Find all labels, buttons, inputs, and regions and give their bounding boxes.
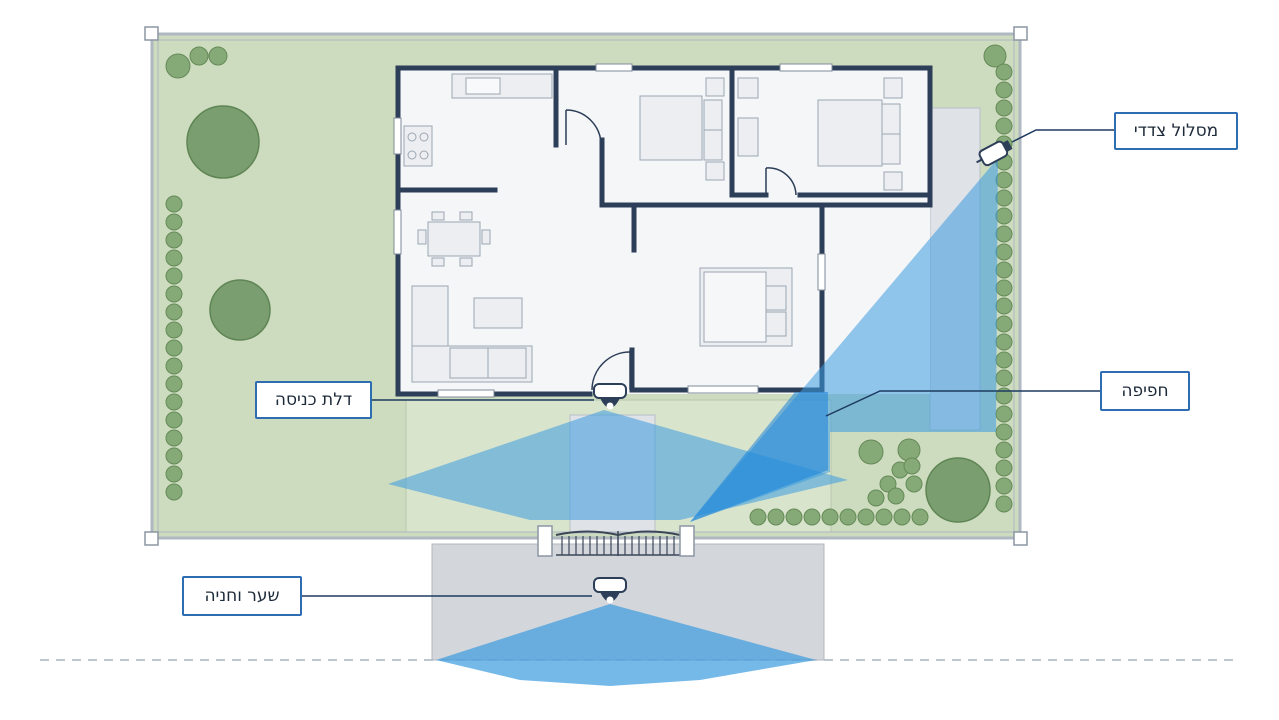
coverage-zones [388,158,998,686]
dining-table [417,211,491,267]
shrub-icon [911,508,929,526]
shrub-icon [165,339,183,357]
shrub-icon [165,321,183,339]
shrub-icon [857,508,875,526]
shrub-icon [165,303,183,321]
fence-posts [144,26,1028,546]
shrub-icon [995,243,1013,261]
shrub-icon [165,249,183,267]
shrub-icon [165,357,183,375]
house-walls [395,65,933,397]
side-path-label: מסלול צדדי [1114,112,1238,150]
living-room-sofa [411,285,533,383]
shrub-icon [903,457,921,475]
shrub-icon [165,213,183,231]
shrub-icon [867,489,885,507]
shrub-icon [995,261,1013,279]
hedge-right [995,63,1013,513]
bullet-camera-icon [976,140,1013,167]
shrub-icon [995,279,1013,297]
shrub-icon [839,508,857,526]
shrub-icon [995,423,1013,441]
shrub-icon [995,351,1013,369]
door-swings [565,109,797,391]
shrub-icon [995,477,1013,495]
hedge-left [165,195,183,501]
shrub-icon [803,508,821,526]
shrub-icon [165,483,183,501]
shrub-icon [821,508,839,526]
shrub-icon [995,99,1013,117]
shrub-icon [887,487,905,505]
driveway-gate [555,530,681,556]
shrub-icon [995,171,1013,189]
shrub-icon [995,459,1013,477]
shrub-icon [165,465,183,483]
dome-camera-icon [593,383,627,410]
shrub-icon [995,81,1013,99]
hedge-bottom [749,457,929,526]
shrub-icon [767,508,785,526]
overlap-label: חפיפה [1100,371,1190,411]
gate-parking-label: שער וחניה [182,576,302,616]
shrub-icon [995,207,1013,225]
shrub-icon [995,315,1013,333]
shrub-icon [995,63,1013,81]
dome-camera-icon [593,577,627,604]
shrub-icon [165,285,183,303]
kitchen-furniture [403,73,553,167]
shrub-icon [879,475,897,493]
shrub-icon [785,508,803,526]
shrub-icon [165,375,183,393]
shrub-icon [995,297,1013,315]
shrub-icon [165,195,183,213]
shrub-icon [165,411,183,429]
shrub-icon [165,231,183,249]
shrub-icon [165,267,183,285]
windows [393,63,833,398]
shrub-icon [165,429,183,447]
shrub-icon [165,447,183,465]
shrub-icon [749,508,767,526]
shrub-icon [875,508,893,526]
shrub-icon [165,44,1007,465]
shrub-icon [893,508,911,526]
callout-leaders [300,129,1116,597]
shrub-icon [995,405,1013,423]
shrub-icon [995,117,1013,135]
tree-icon [186,105,991,523]
shrub-icon [995,495,1013,513]
shrub-icon [995,369,1013,387]
gate-posts [537,525,695,557]
entry-door-label: דלת כניסה [255,381,372,419]
shrub-icon [995,333,1013,351]
bedroom-furniture [639,77,903,347]
shrub-icon [905,475,923,493]
overlap-coverage [690,392,828,522]
shrub-icon [995,441,1013,459]
shrub-icon [995,225,1013,243]
shrub-icon [165,393,183,411]
shrub-icon [995,189,1013,207]
gate-parking-coverage [436,604,816,686]
